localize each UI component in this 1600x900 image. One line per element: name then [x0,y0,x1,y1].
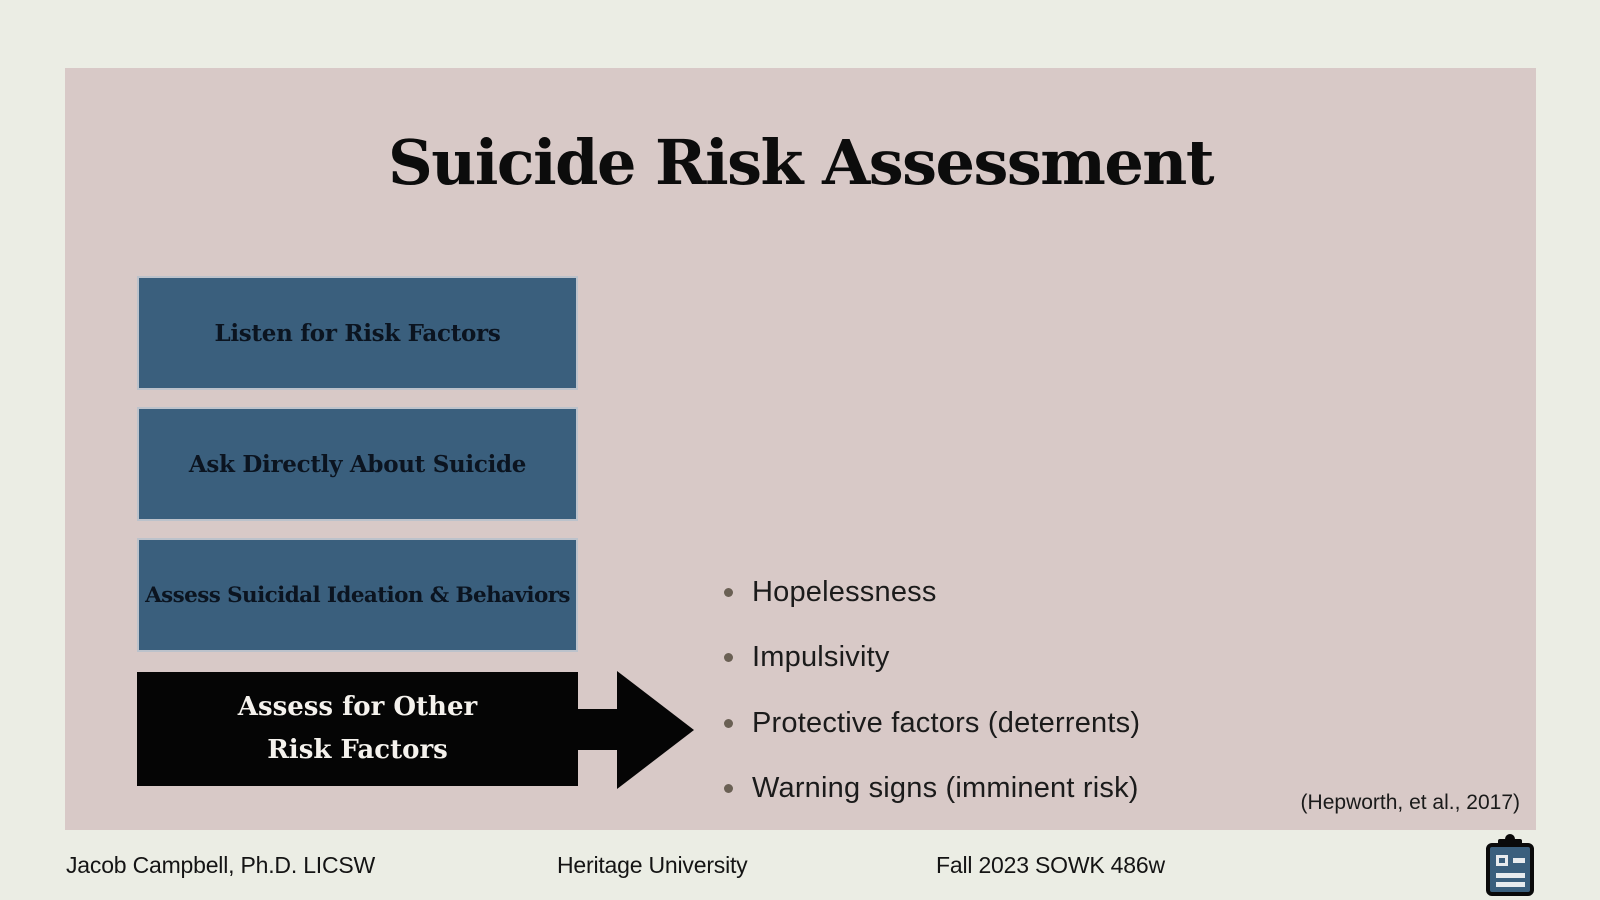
list-item: Protective factors (deterrents) [724,691,1140,756]
risk-factor-list: Hopelessness Impulsivity Protective fact… [724,560,1140,821]
clipboard-line-glyph [1496,873,1525,878]
arrow-head [617,671,694,789]
list-item: Warning signs (imminent risk) [724,756,1140,821]
flow-step-ask: Ask Directly About Suicide [137,407,578,521]
bullet-dot [724,653,733,663]
slide: Suicide Risk Assessment Listen for Risk … [65,68,1536,830]
flow-step-assess-other: Assess for Other Risk Factors [137,672,578,786]
list-item: Hopelessness [724,560,1140,625]
clipboard-body [1486,843,1534,896]
slide-title: Suicide Risk Assessment [387,126,1215,199]
flow-step-label: Listen for Risk Factors [214,319,501,347]
list-item-text: Impulsivity [752,641,890,674]
footer-institution: Heritage University [557,852,748,878]
clipboard-square-glyph [1496,855,1508,866]
footer-author: Jacob Campbell, Ph.D. LICSW [66,852,376,878]
flow-step-assess-ideation: Assess Suicidal Ideation & Behaviors [137,538,578,652]
clipboard-line-glyph [1496,882,1525,887]
list-item-text: Warning signs (imminent risk) [752,772,1139,805]
flow-step-label: Assess Suicidal Ideation & Behaviors [145,582,570,608]
clipboard-bar-glyph [1513,858,1525,863]
footer-course: Fall 2023 SOWK 486w [936,852,1165,878]
list-item: Impulsivity [724,625,1140,690]
clipboard-icon [1486,834,1534,896]
flow-step-listen: Listen for Risk Factors [137,276,578,390]
bullet-dot [724,588,733,598]
bullet-dot [724,718,733,728]
list-item-text: Protective factors (deterrents) [752,706,1141,739]
flow-step-label-line1: Assess for Other [237,692,478,722]
flow-step-label: Ask Directly About Suicide [188,450,527,478]
arrow-stem [576,709,618,750]
flow-step-label-line2: Risk Factors [267,735,448,765]
citation: (Hepworth, et al., 2017) [1300,791,1520,814]
list-item-text: Hopelessness [752,576,937,609]
bullet-dot [724,784,733,794]
